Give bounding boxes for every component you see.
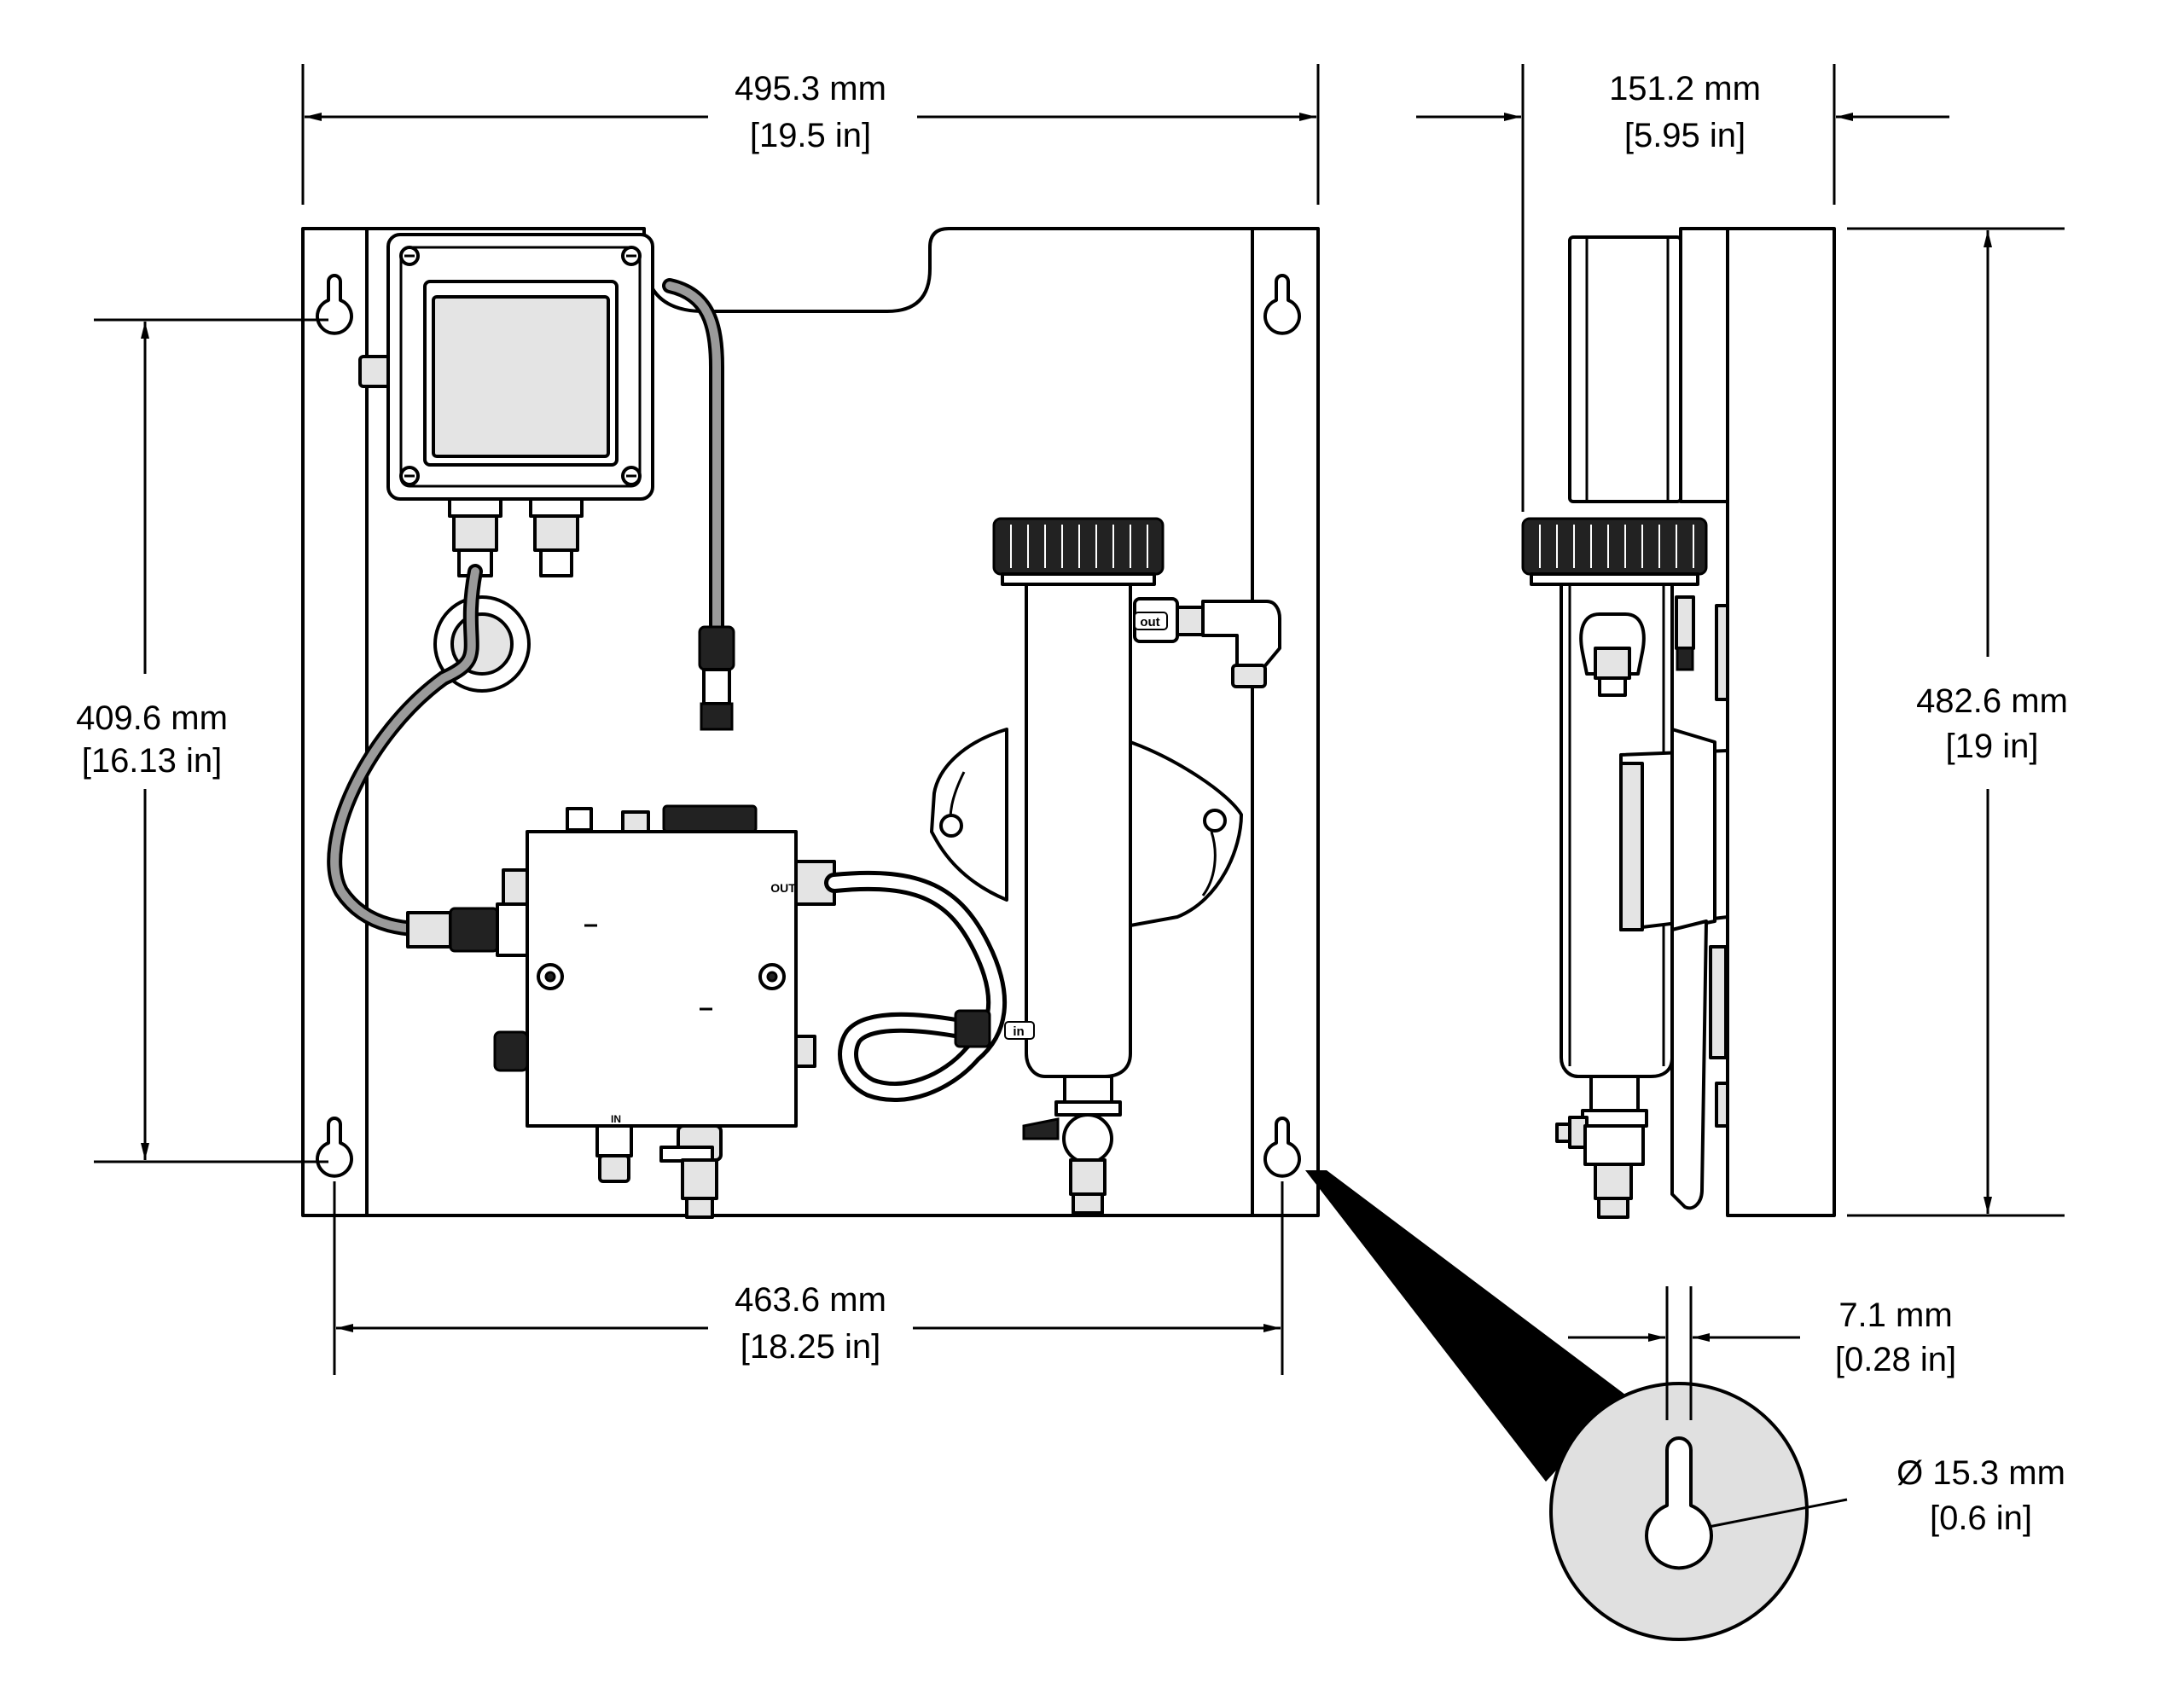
- side-view: [1521, 227, 1836, 1219]
- dim-hole-horizontal-in: [18.25 in]: [741, 1328, 881, 1366]
- keyhole-slot-top-right: [1263, 274, 1301, 335]
- dim-overall-height: 482.6 mm [19 in]: [1847, 227, 2068, 1217]
- flow-block: [493, 804, 836, 1219]
- dim-hole-horizontal-spacing: 463.6 mm [18.25 in]: [333, 1181, 1284, 1375]
- svg-text:IN: IN: [611, 1113, 621, 1125]
- controller-enclosure: [358, 233, 654, 501]
- dim-depth-mm: 151.2 mm: [1609, 70, 1761, 107]
- dim-hole-vertical-spacing: 409.6 mm [16.13 in]: [76, 318, 328, 1163]
- dim-slot-width-mm: 7.1 mm: [1838, 1297, 1952, 1334]
- dim-slot-width-in: [0.28 in]: [1835, 1341, 1956, 1378]
- dim-hole-vertical-in: [16.13 in]: [82, 742, 223, 780]
- port-label-block-in: IN: [611, 1113, 621, 1125]
- cable-gland-left: [448, 497, 502, 577]
- flow-cell: [930, 517, 1281, 1215]
- keyhole-slot-bottom-right: [1263, 1117, 1301, 1178]
- svg-text:in: in: [1013, 1024, 1024, 1039]
- cable-connector: [406, 902, 529, 957]
- cable-gland-right: [529, 497, 584, 577]
- dim-depth: 151.2 mm [5.95 in]: [1416, 64, 1949, 512]
- dim-hole-diameter-in: [0.6 in]: [1930, 1500, 2032, 1537]
- dim-overall-width-in: [19.5 in]: [750, 117, 871, 154]
- tubing: [824, 870, 1008, 1102]
- dim-overall-height-mm: 482.6 mm: [1916, 682, 2068, 720]
- svg-text:out: out: [1140, 615, 1159, 629]
- dim-overall-width: 495.3 mm [19.5 in]: [301, 64, 1320, 205]
- dim-hole-horizontal-mm: 463.6 mm: [735, 1281, 886, 1319]
- port-tag-cell-out: out: [1134, 612, 1168, 630]
- dim-overall-height-in: [19 in]: [1946, 728, 2039, 765]
- keyhole-detail-callout: 7.1 mm [0.28 in] Ø 15.3 mm [0.6 in]: [1305, 1170, 2065, 1641]
- probe-cable: [662, 278, 735, 731]
- dim-hole-vertical-mm: 409.6 mm: [76, 699, 228, 737]
- port-tag-cell-in: in: [1004, 1021, 1035, 1040]
- svg-text:OUT: OUT: [770, 881, 796, 895]
- port-label-block-out: OUT: [770, 881, 796, 895]
- dim-overall-width-mm: 495.3 mm: [735, 70, 886, 107]
- sensor-cable: [327, 564, 483, 937]
- dim-hole-diameter-mm: Ø 15.3 mm: [1896, 1454, 2065, 1492]
- dim-depth-in: [5.95 in]: [1624, 117, 1745, 154]
